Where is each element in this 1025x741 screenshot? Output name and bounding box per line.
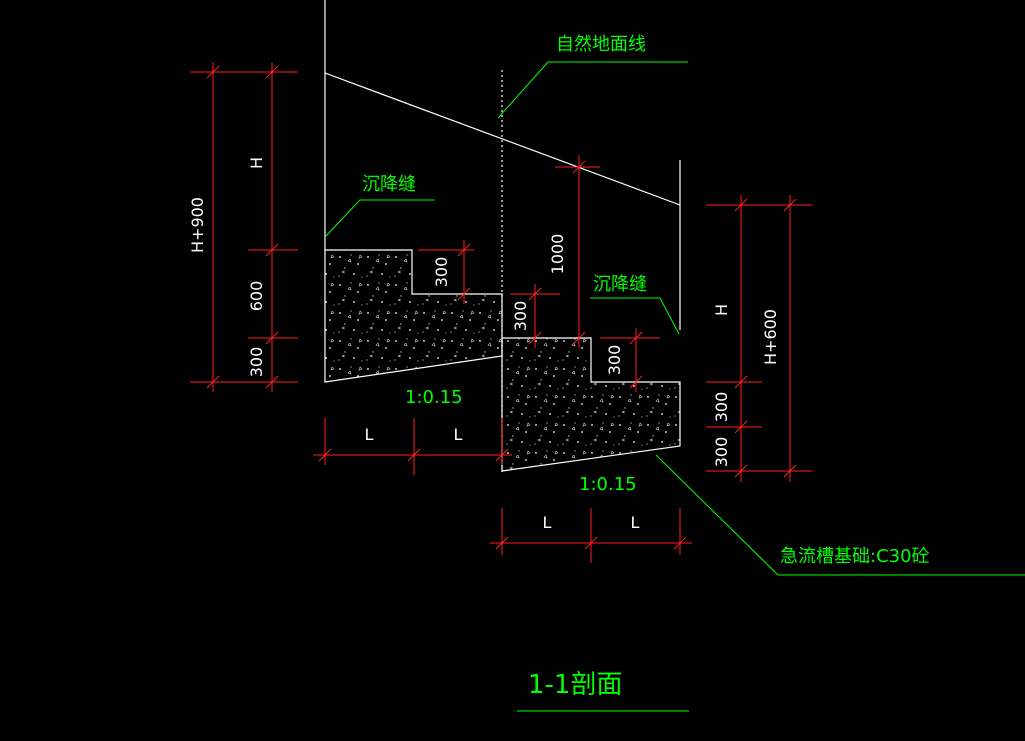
upper-foundation bbox=[324, 249, 503, 383]
step-dim-2: 300 bbox=[511, 301, 530, 332]
dimension-texts: H+900 H 600 300 H H+600 300 300 300 300 … bbox=[188, 157, 780, 532]
natural-ground-label: 自然地面线 bbox=[556, 34, 646, 55]
bottom-dim-l1: L bbox=[365, 425, 374, 444]
right-dim-h: H bbox=[712, 304, 731, 316]
lower-foundation bbox=[501, 337, 681, 472]
left-dim-600: 600 bbox=[247, 281, 266, 312]
step-dim-3: 300 bbox=[605, 345, 624, 376]
ground-line bbox=[324, 72, 681, 206]
slope-label-2: 1:0.15 bbox=[579, 474, 637, 495]
settlement-joint-label-1: 沉降缝 bbox=[362, 174, 416, 195]
step-dim-1: 300 bbox=[432, 257, 451, 288]
left-dim-h: H bbox=[247, 157, 266, 169]
green-labels: 自然地面线 沉降缝 沉降缝 1:0.15 1:0.15 急流槽基础:C30砼 1… bbox=[362, 34, 930, 700]
settlement-joint-label-2: 沉降缝 bbox=[593, 274, 647, 295]
step-dim-1000: 1000 bbox=[548, 234, 567, 275]
leader-lines bbox=[325, 61, 1025, 712]
dimension-lines bbox=[190, 62, 812, 563]
right-dim-300b: 300 bbox=[712, 437, 731, 468]
foundation-note: 急流槽基础:C30砼 bbox=[780, 546, 930, 567]
slope-label-1: 1:0.15 bbox=[405, 387, 463, 408]
bottom-dim-l3: L bbox=[543, 513, 552, 532]
bottom-dim-l2: L bbox=[454, 425, 463, 444]
left-dim-300: 300 bbox=[247, 347, 266, 378]
structure-lines bbox=[324, 0, 681, 475]
right-dim-total: H+600 bbox=[761, 309, 780, 365]
section-title: 1-1剖面 bbox=[528, 670, 622, 700]
bottom-dim-l4: L bbox=[631, 513, 640, 532]
concrete-blocks bbox=[324, 249, 681, 472]
right-dim-300a: 300 bbox=[712, 392, 731, 423]
left-dim-total: H+900 bbox=[188, 197, 207, 253]
